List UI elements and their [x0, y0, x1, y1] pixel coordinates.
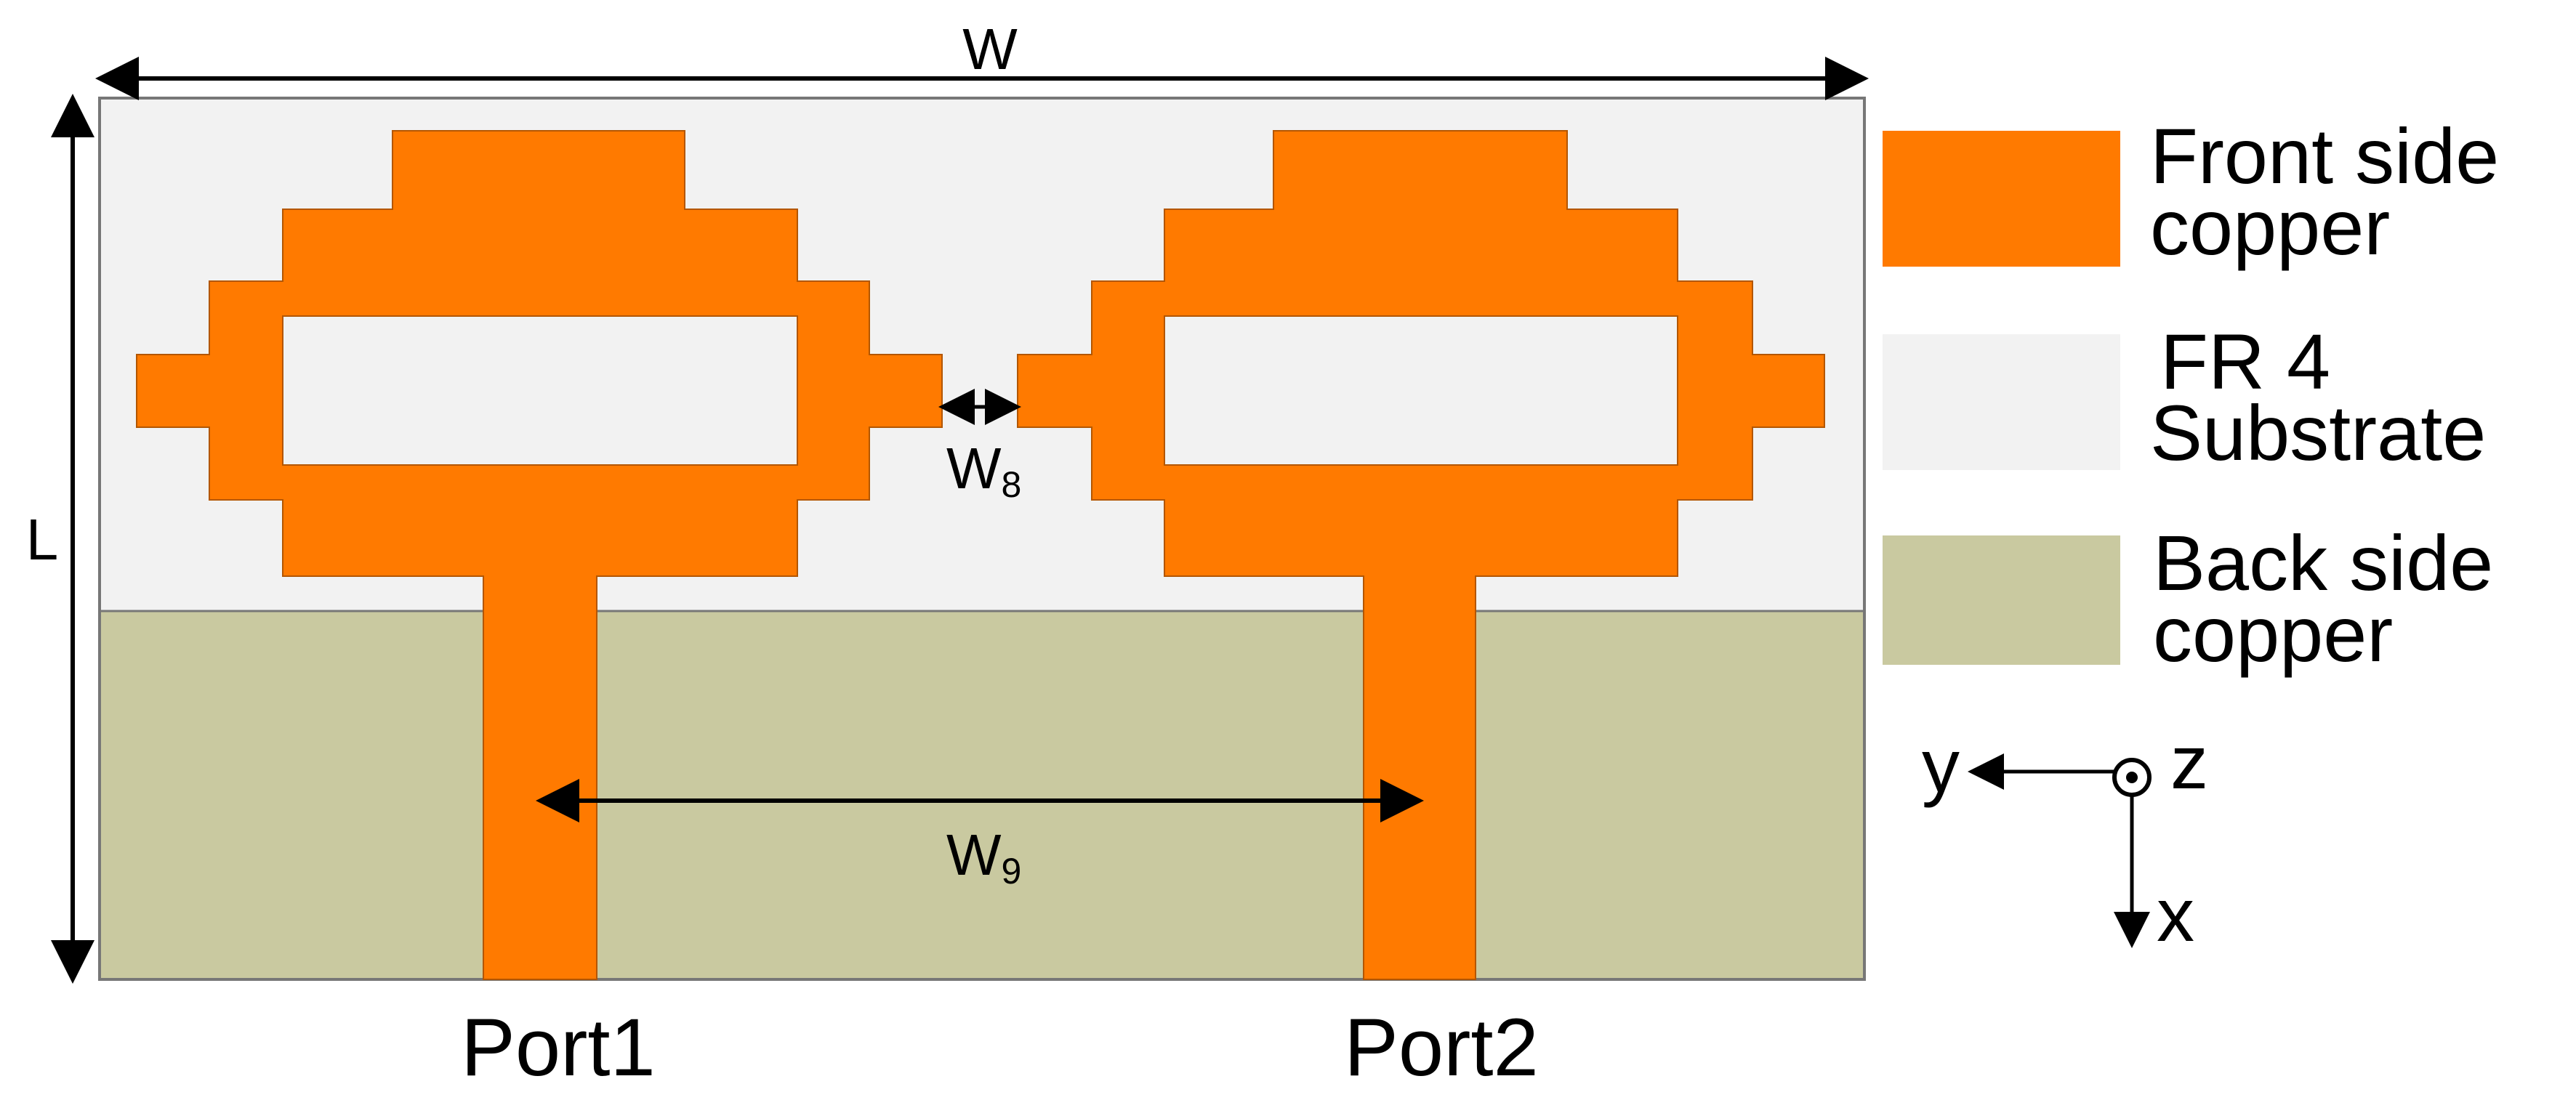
radiator-2: [1017, 130, 1825, 980]
legend-swatch-substrate: [1883, 334, 2120, 470]
port2-label: Port2: [1344, 1002, 1539, 1093]
x-axis-label: x: [2157, 873, 2194, 958]
legend-label-substrate: FR 4 Substrate: [2150, 318, 2486, 477]
legend: Front side copper FR 4 Substrate Back si…: [1883, 112, 2521, 678]
legend-swatch-front-copper: [1883, 131, 2120, 267]
legend-label-front-copper-line2: copper: [2150, 183, 2390, 271]
coordinate-axes: y z x: [1922, 721, 2208, 958]
gap-label-base: W: [946, 436, 1002, 501]
width-label: W: [962, 17, 1018, 81]
antenna-element-1: [136, 130, 943, 980]
antenna-element-2: [1017, 130, 1825, 980]
legend-label-front-copper-line1: Front side: [2150, 112, 2499, 200]
legend-label-back-copper-line1: Back side: [2153, 519, 2493, 607]
legend-label-front-copper: Front side copper: [2150, 112, 2521, 271]
port1-label: Port1: [461, 1002, 656, 1093]
legend-label-back-copper-line2: copper: [2153, 590, 2393, 678]
z-axis-dot: [2126, 772, 2138, 783]
legend-swatch-back-copper: [1883, 535, 2120, 665]
port-spacing-label: W9: [946, 822, 1021, 891]
legend-label-substrate-line1: FR 4: [2160, 318, 2330, 405]
gap-label-subscript: 8: [1002, 464, 1022, 505]
legend-label-back-copper: Back side copper: [2153, 519, 2515, 678]
length-label: L: [26, 507, 59, 572]
radiator-1: [136, 130, 943, 980]
y-axis-label: y: [1922, 724, 1960, 809]
ground-plane: [98, 610, 1866, 981]
port-spacing-label-base: W: [946, 822, 1002, 887]
port-spacing-label-subscript: 9: [1002, 851, 1022, 891]
legend-label-substrate-line2: Substrate: [2150, 389, 2486, 477]
z-axis-label: z: [2170, 721, 2208, 805]
gap-label: W8: [946, 436, 1021, 505]
